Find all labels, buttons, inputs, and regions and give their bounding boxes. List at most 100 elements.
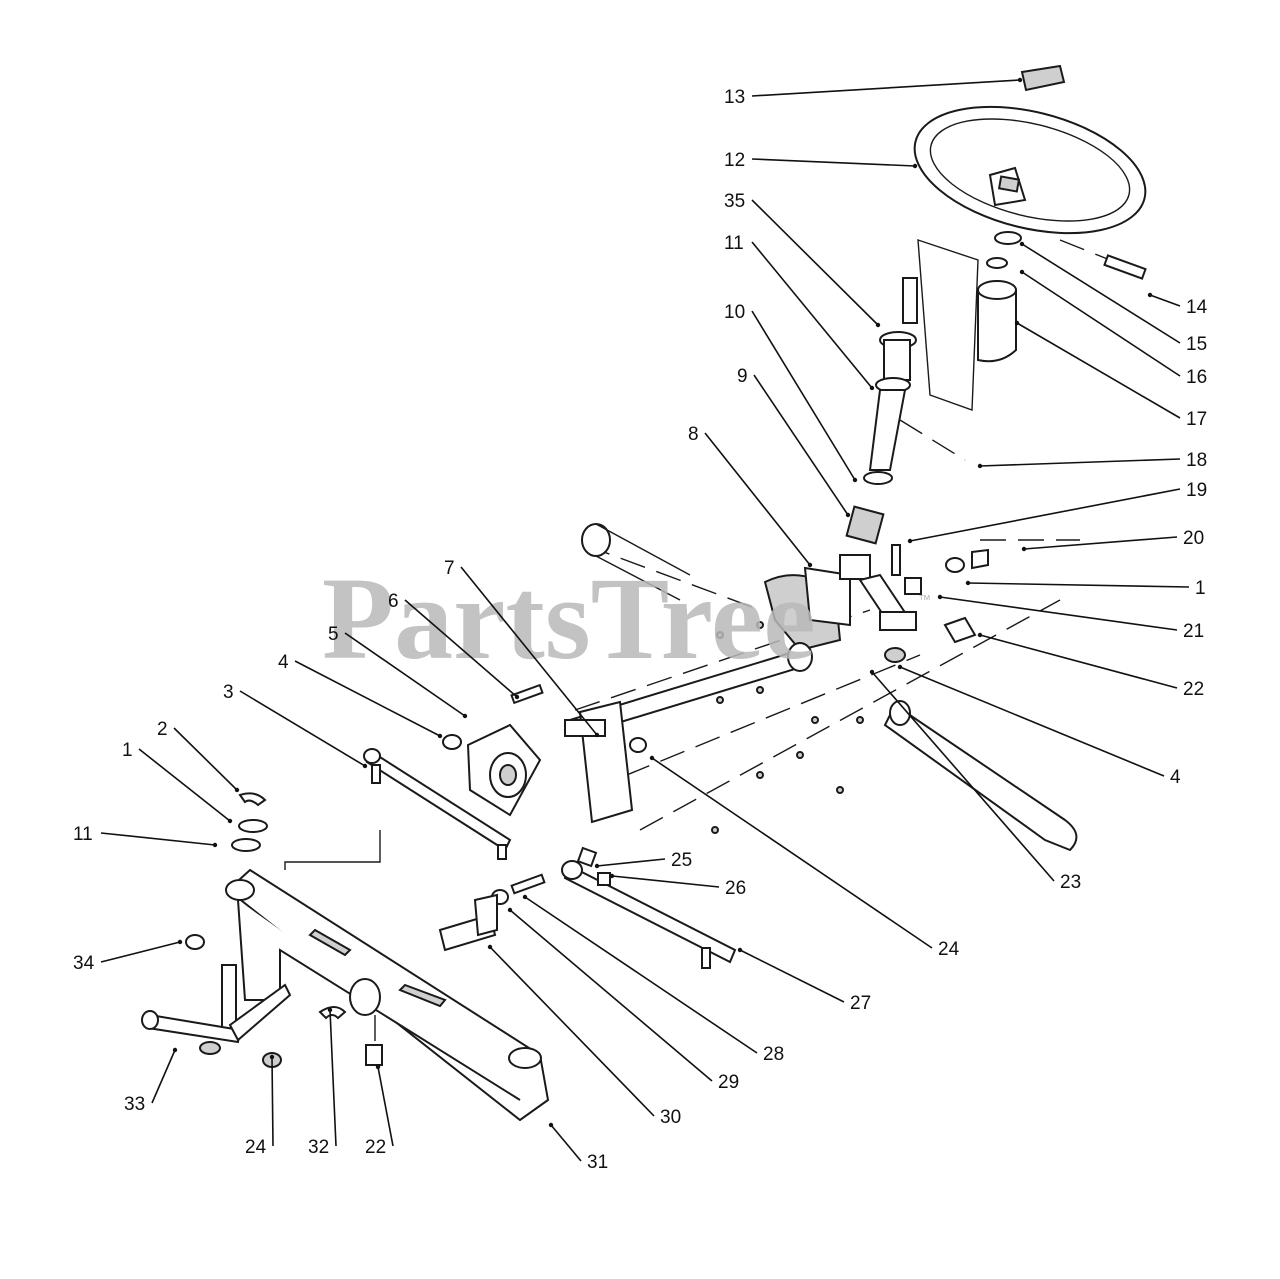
leader-line-33 [151, 1049, 176, 1104]
callout-19: 19 [1186, 480, 1207, 501]
callout-28: 28 [763, 1044, 784, 1065]
leader-line-1a [138, 748, 231, 822]
bearing-flange [442, 683, 544, 817]
callout-30: 30 [660, 1107, 681, 1128]
leader-dot-20 [1021, 546, 1027, 552]
callout-10: 10 [724, 302, 745, 323]
leader-dot-27 [737, 947, 743, 953]
leader-line-23 [871, 671, 1055, 882]
bushing-17 [977, 280, 1017, 363]
leader-dot-8 [807, 562, 813, 568]
callout-29: 29 [718, 1072, 739, 1093]
callout-26: 26 [725, 878, 746, 899]
leader-line-31 [550, 1124, 582, 1162]
leader-dot-17 [1014, 320, 1020, 326]
leader-line-16 [1021, 271, 1181, 377]
leader-dot-7 [594, 732, 600, 738]
leader-dot-21 [937, 594, 943, 600]
bolt-28 [491, 873, 546, 905]
leader-dot-6 [514, 694, 520, 700]
spindle-left [141, 964, 292, 1055]
steering-wheel [913, 105, 1147, 235]
leader-line-24b [651, 757, 933, 949]
leader-line-15 [1021, 243, 1181, 344]
callout-18: 18 [1186, 450, 1207, 471]
leader-line-18 [979, 458, 1181, 467]
leader-line-22b [979, 634, 1178, 689]
leader-dot-24a [269, 1054, 275, 1060]
leader-dot-19 [907, 538, 913, 544]
leader-line-5 [344, 632, 466, 717]
leader-dot-13 [1017, 77, 1023, 83]
leader-dot-14 [1147, 292, 1153, 298]
callout-4a: 4 [278, 652, 289, 673]
callout-24b: 24 [938, 939, 960, 960]
leader-dot-1a [227, 818, 233, 824]
grease-fitting-22 [365, 1044, 383, 1066]
callout-7: 7 [444, 558, 455, 579]
leader-line-17 [1016, 322, 1181, 419]
leader-dot-24b [649, 755, 655, 761]
leader-dot-16 [1019, 269, 1025, 275]
front-axle [225, 868, 550, 1122]
leader-line-14 [1149, 294, 1181, 307]
leader-dot-29 [507, 907, 513, 913]
callout-5: 5 [328, 624, 339, 645]
leader-line-11b [100, 832, 216, 846]
callout-22a: 22 [365, 1137, 386, 1158]
leader-line-4a [294, 660, 441, 737]
leader-dot-31 [548, 1122, 554, 1128]
leader-line-8 [704, 432, 811, 566]
callout-25: 25 [671, 850, 692, 871]
leader-dot-25 [594, 863, 600, 869]
leader-line-32 [329, 1009, 337, 1147]
leader-line-19 [909, 488, 1181, 542]
callout-20: 20 [1183, 528, 1204, 549]
callout-33: 33 [124, 1094, 145, 1115]
watermark: PartsTree [322, 553, 816, 684]
leader-line-9 [753, 374, 849, 516]
leader-line-29 [509, 909, 713, 1082]
e-ring-2 [238, 792, 267, 807]
leader-line-27 [739, 949, 845, 1003]
callout-24a: 24 [245, 1137, 267, 1158]
leader-line-1b [967, 582, 1190, 588]
callout-2: 2 [157, 719, 168, 740]
callout-14: 14 [1186, 297, 1208, 318]
washer-1 [238, 819, 268, 833]
leader-line-20 [1023, 536, 1178, 550]
sector-gear [763, 544, 989, 663]
leader-dot-12 [912, 163, 918, 169]
leader-dot-15 [1019, 241, 1025, 247]
leader-line-11a [751, 241, 873, 389]
callout-34: 34 [73, 953, 95, 974]
leader-dot-9 [845, 512, 851, 518]
callout-15: 15 [1186, 334, 1207, 355]
leader-line-3 [239, 690, 366, 767]
steering-column [845, 239, 1147, 545]
callout-11b: 11 [73, 824, 93, 845]
leader-line-7 [460, 566, 598, 736]
leader-line-34 [100, 941, 181, 963]
leader-dot-30 [487, 944, 493, 950]
washer-16 [986, 257, 1008, 269]
callout-3: 3 [223, 682, 234, 703]
leader-line-24a [271, 1056, 274, 1147]
clip-32 [318, 1006, 347, 1020]
leader-line-12 [751, 158, 916, 167]
leader-dot-22a [375, 1064, 381, 1070]
leader-dot-4b [897, 664, 903, 670]
leader-dot-1b [965, 580, 971, 586]
leader-line-21 [939, 596, 1178, 631]
watermark-tm: ™ [918, 592, 931, 607]
leader-dot-32 [327, 1007, 333, 1013]
leader-dot-28 [522, 894, 528, 900]
leader-dot-34 [177, 939, 183, 945]
callout-21: 21 [1183, 621, 1204, 642]
wheel-cap [1020, 64, 1066, 92]
leader-dot-22b [977, 632, 983, 638]
leader-dot-11a [869, 385, 875, 391]
callout-23: 23 [1060, 872, 1081, 893]
